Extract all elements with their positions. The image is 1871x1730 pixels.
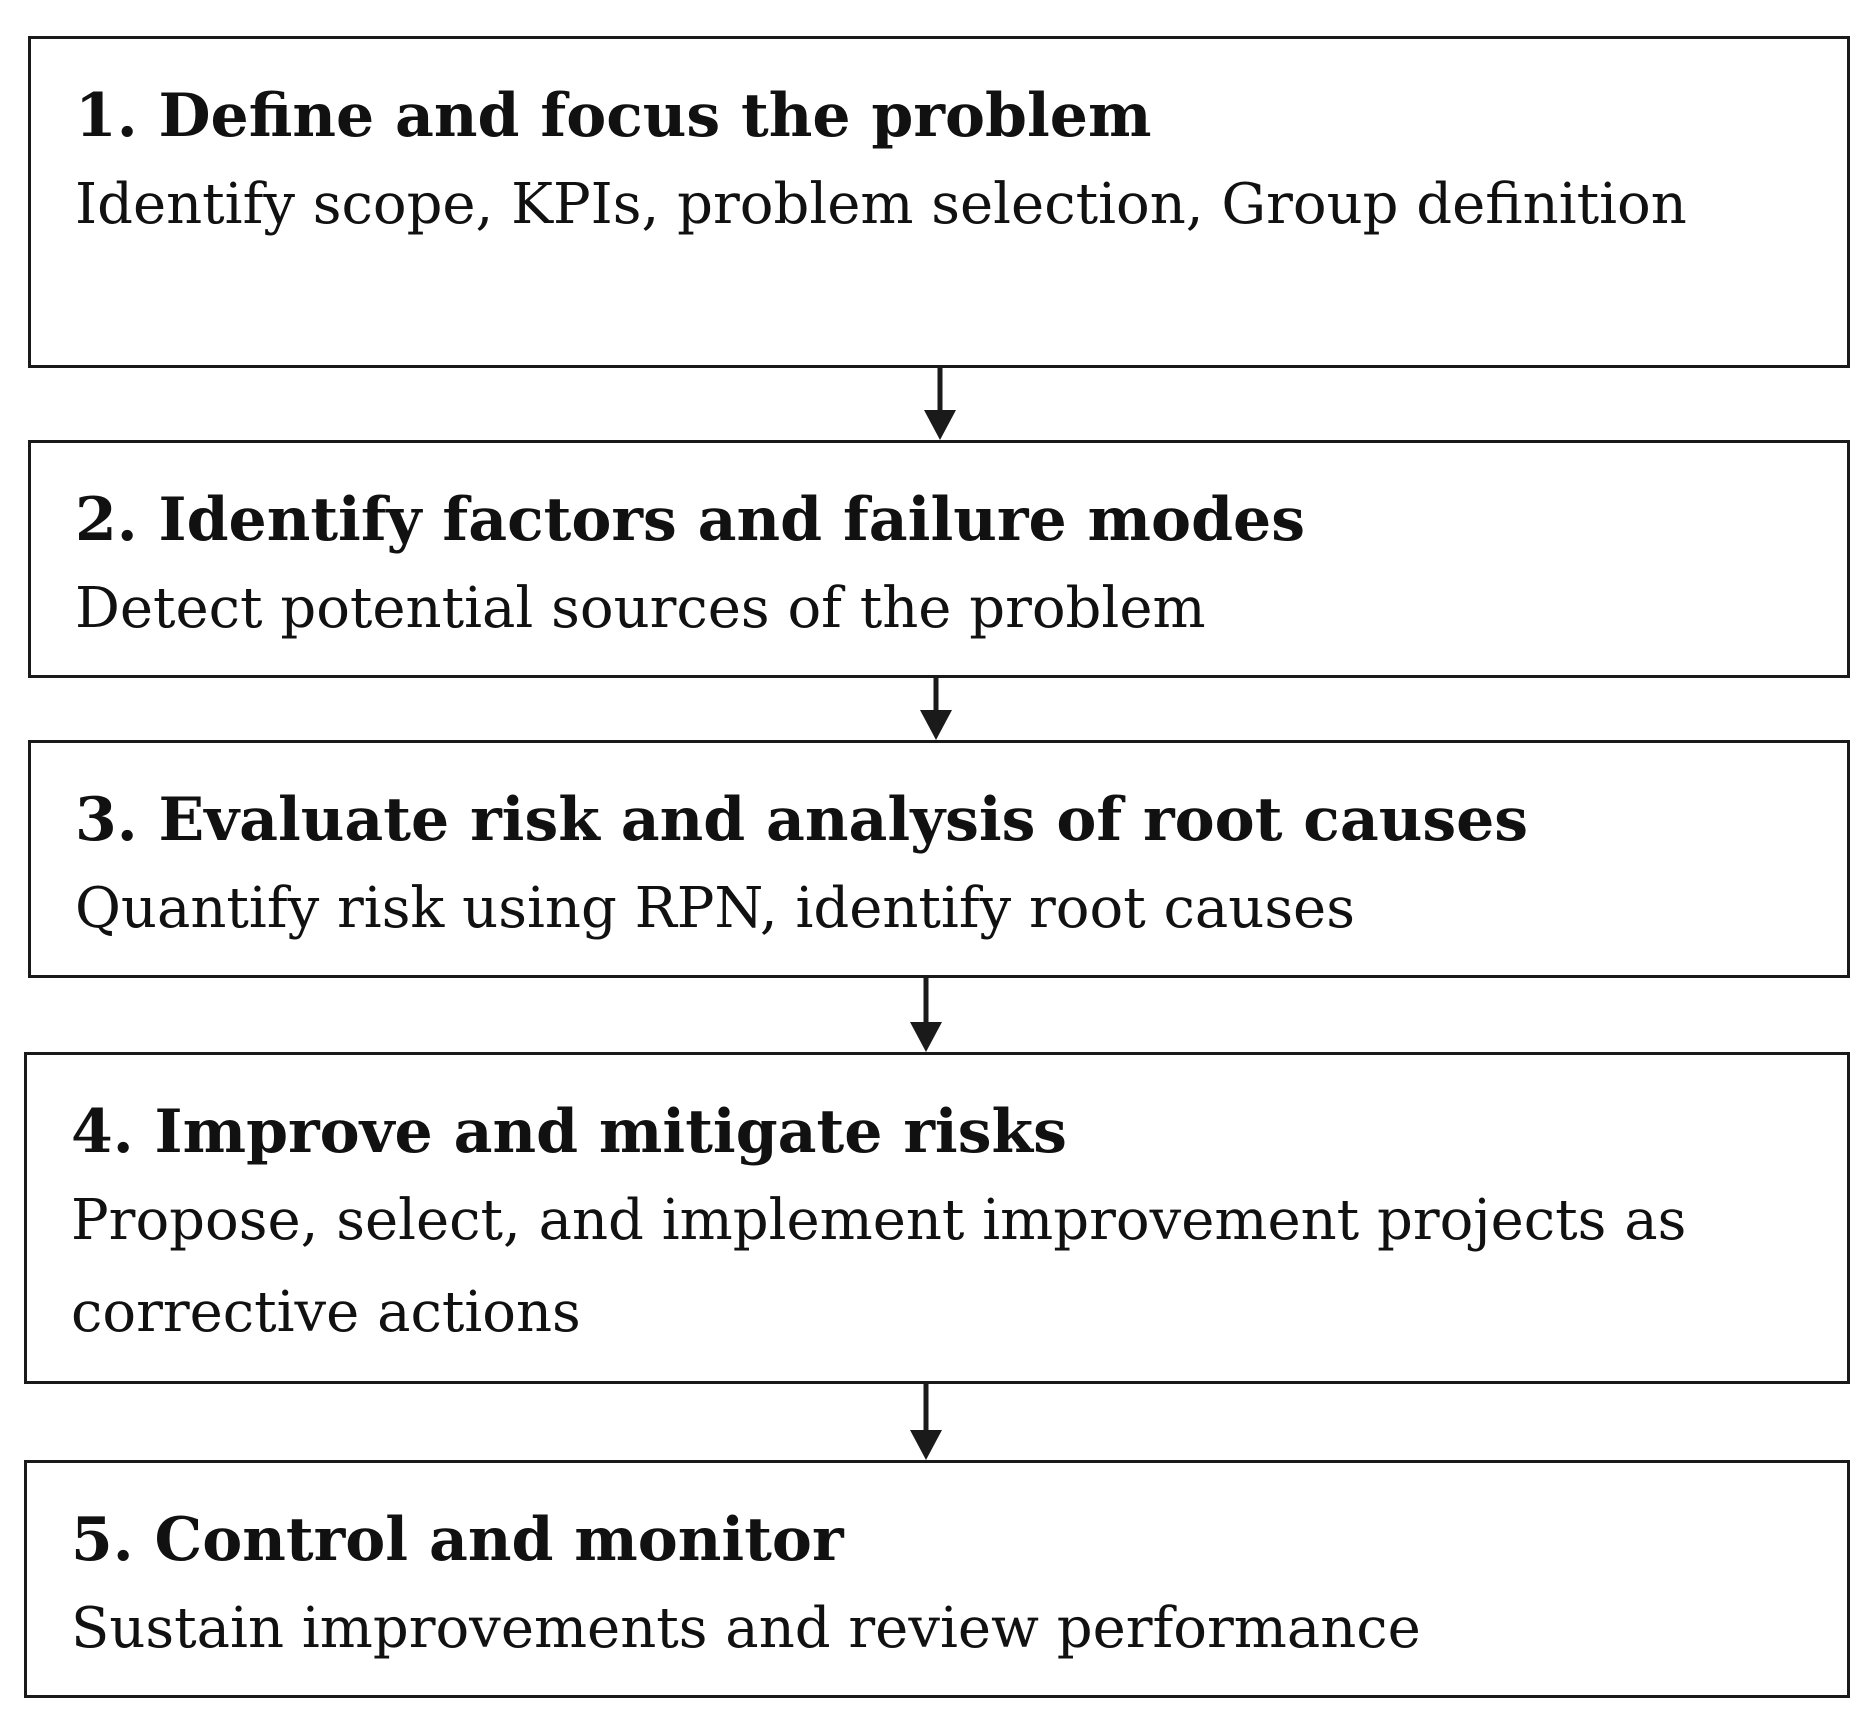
- step-box-3: 3. Evaluate risk and analysis of root ca…: [28, 740, 1850, 978]
- step-title-5: 5. Control and monitor: [71, 1505, 844, 1575]
- arrow-down-icon: [920, 368, 960, 440]
- step-title-1: 1. Define and focus the problem: [75, 81, 1152, 151]
- step-description-3: Quantify risk using RPN, identify root c…: [75, 876, 1355, 941]
- step-description-4: Propose, select, and implement improveme…: [71, 1188, 1687, 1345]
- arrow-down-icon: [906, 978, 946, 1052]
- step-box-5: 5. Control and monitor Sustain improveme…: [24, 1460, 1850, 1698]
- step-box-2: 2. Identify factors and failure modes De…: [28, 440, 1850, 678]
- step-description-5: Sustain improvements and review performa…: [71, 1596, 1421, 1661]
- step-description-2: Detect potential sources of the problem: [75, 576, 1206, 641]
- arrow-down-icon: [906, 1384, 946, 1460]
- arrow-down-icon: [916, 678, 956, 740]
- step-title-2: 2. Identify factors and failure modes: [75, 485, 1305, 555]
- step-description-1: Identify scope, KPIs, problem selection,…: [75, 172, 1687, 237]
- step-title-4: 4. Improve and mitigate risks: [71, 1097, 1067, 1167]
- step-box-1: 1. Define and focus the problem Identify…: [28, 36, 1850, 368]
- step-box-4: 4. Improve and mitigate risks Propose, s…: [24, 1052, 1850, 1384]
- step-title-3: 3. Evaluate risk and analysis of root ca…: [75, 785, 1529, 855]
